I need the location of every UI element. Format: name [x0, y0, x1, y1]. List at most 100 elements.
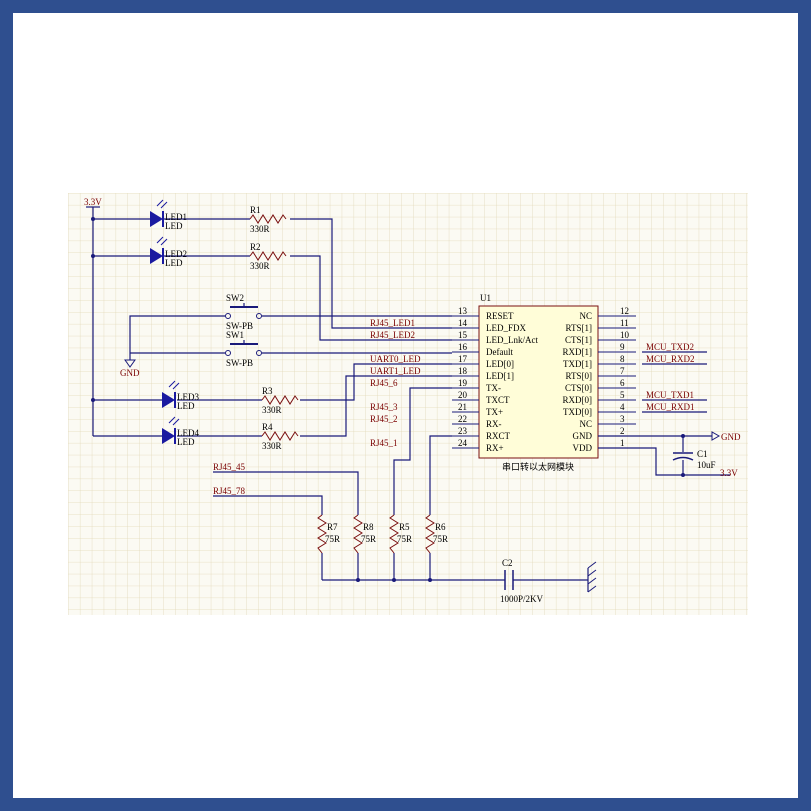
- led-4-value: LED: [177, 437, 195, 447]
- sw2-value: SW-PB: [226, 321, 253, 331]
- chassis-ground-symbol: [587, 561, 597, 593]
- pin-name: CTS[1]: [565, 335, 592, 345]
- led-1-ref: LED1: [165, 212, 187, 222]
- net-rj45-3: RJ45_3: [370, 402, 398, 412]
- resistor-value: 75R: [361, 534, 376, 544]
- right-net-labels: MCU_TXD2 MCU_RXD2 MCU_TXD1 MCU_RXD1: [646, 342, 695, 412]
- pin-name: RXD[0]: [563, 395, 593, 405]
- vcc-right-label: 3.3V: [720, 468, 738, 478]
- pin-name: LED[1]: [486, 371, 514, 381]
- capacitor-c2: C2 1000P/2KV: [500, 558, 544, 604]
- pin-number: 10: [620, 330, 630, 340]
- schematic-sheet: 3.3V LED1 LED LED2 LED LED3 LED: [68, 193, 748, 615]
- pin-number: 14: [458, 318, 468, 328]
- capacitor-c1: C1 10uF: [672, 449, 716, 470]
- c1-value: 10uF: [697, 460, 716, 470]
- pin-number: 17: [458, 354, 468, 364]
- pin-number: 24: [458, 438, 468, 448]
- r2-value: 330R: [250, 261, 270, 271]
- pin-number: 4: [620, 402, 625, 412]
- led-net-routing: [290, 218, 452, 437]
- pin-name: LED[0]: [486, 359, 514, 369]
- pin-number: 12: [620, 306, 629, 316]
- net-rj45-led1: RJ45_LED1: [370, 318, 415, 328]
- pin-name: NC: [579, 419, 592, 429]
- pin-number: 15: [458, 330, 468, 340]
- pin-name: TXD[1]: [563, 359, 592, 369]
- net-rj45-led2: RJ45_LED2: [370, 330, 415, 340]
- right-net-wiring: [598, 351, 730, 477]
- r1-value: 330R: [250, 224, 270, 234]
- net-rj45-2: RJ45_2: [370, 414, 398, 424]
- net-rj45-78: RJ45_78: [213, 486, 246, 496]
- led-3-ref: LED3: [177, 392, 199, 402]
- r3-value: 330R: [262, 405, 282, 415]
- c1-ref: C1: [697, 449, 708, 459]
- pin-name: TXCT: [486, 395, 510, 405]
- pin-name: CTS[0]: [565, 383, 592, 393]
- led-4: LED4 LED: [162, 416, 199, 447]
- resistor-ref: R6: [435, 522, 446, 532]
- net-mcu-rxd2: MCU_RXD2: [646, 354, 695, 364]
- pin-name: RTS[0]: [566, 371, 592, 381]
- net-uart1-led: UART1_LED: [370, 366, 421, 376]
- c2-ref: C2: [502, 558, 513, 568]
- led-2-ref: LED2: [165, 249, 187, 259]
- led-1-value: LED: [165, 221, 183, 231]
- r4-value: 330R: [262, 441, 282, 451]
- resistor-r3: R3 330R: [261, 386, 299, 415]
- pin-number: 13: [458, 306, 468, 316]
- chip-pin-right: 3NC: [579, 414, 636, 429]
- pin-number: 22: [458, 414, 467, 424]
- r1-ref: R1: [250, 205, 261, 215]
- pin-name: TXD[0]: [563, 407, 592, 417]
- pin-name: LED_Lnk/Act: [486, 335, 538, 345]
- pin-number: 8: [620, 354, 625, 364]
- pin-number: 21: [458, 402, 467, 412]
- led-3: LED3 LED: [162, 380, 199, 411]
- resistor-ref: R5: [399, 522, 410, 532]
- pin-number: 1: [620, 438, 625, 448]
- resistor-value: 75R: [433, 534, 448, 544]
- net-uart0-led: UART0_LED: [370, 354, 421, 364]
- net-mcu-txd2: MCU_TXD2: [646, 342, 694, 352]
- pin-number: 3: [620, 414, 625, 424]
- net-mcu-txd1: MCU_TXD1: [646, 390, 694, 400]
- vcc-left-label: 3.3V: [84, 197, 102, 207]
- chip-right-pins: 12NC11RTS[1]10CTS[1]9RXD[1]8TXD[1]7RTS[0…: [563, 306, 636, 453]
- pin-number: 2: [620, 426, 625, 436]
- sw1-value: SW-PB: [226, 358, 253, 368]
- left-net-labels: RJ45_LED1 RJ45_LED2 UART0_LED UART1_LED …: [213, 318, 421, 496]
- pin-name: GND: [573, 431, 593, 441]
- resistor-r2: R2 330R: [249, 242, 287, 271]
- net-rj45-6: RJ45_6: [370, 378, 398, 388]
- net-mcu-rxd1: MCU_RXD1: [646, 402, 695, 412]
- resistor-r4: R4 330R: [261, 422, 299, 451]
- r3-ref: R3: [262, 386, 273, 396]
- pin-name: RESET: [486, 311, 514, 321]
- pin-number: 7: [620, 366, 625, 376]
- gnd-left-symbol: GND: [120, 359, 140, 378]
- pin-name: RX-: [486, 419, 502, 429]
- net-rj45-45: RJ45_45: [213, 462, 246, 472]
